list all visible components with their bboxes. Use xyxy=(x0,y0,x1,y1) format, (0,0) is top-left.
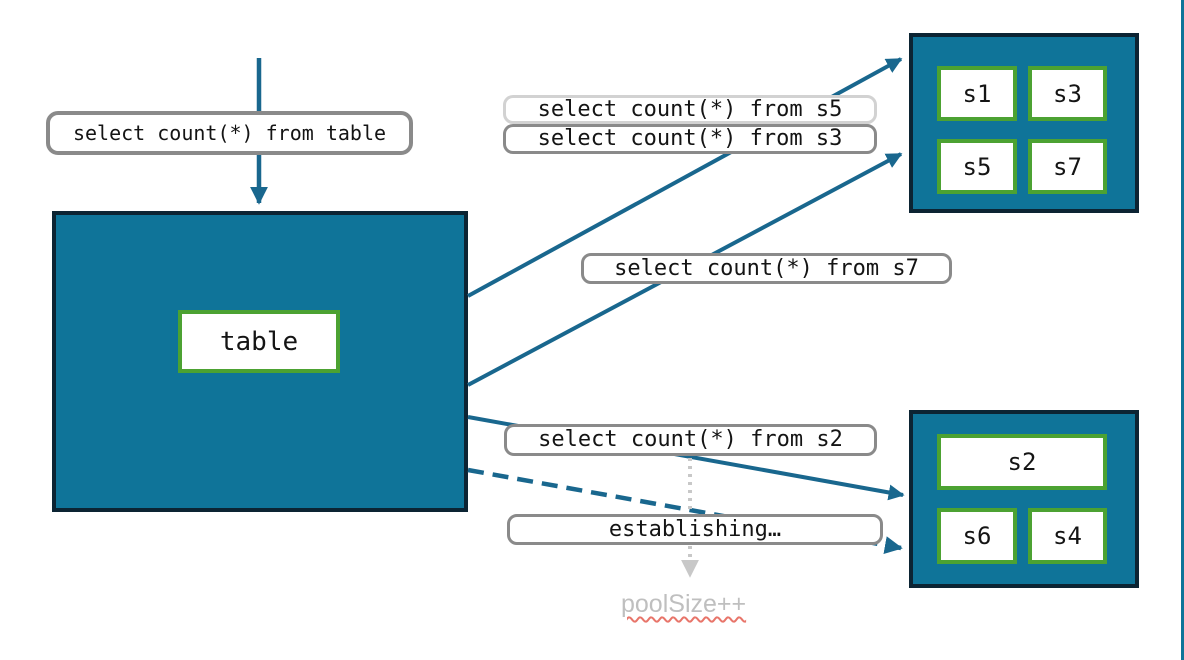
shard-label-s4: s4 xyxy=(1053,522,1082,550)
shard-node-s6: s6 xyxy=(937,508,1017,564)
shard-node-s7: s7 xyxy=(1028,139,1107,194)
shard-label-s6: s6 xyxy=(962,522,992,550)
slide-edge-strip xyxy=(1181,0,1184,660)
query-label-from-table: select count(*) from table xyxy=(46,111,413,155)
shard-node-s4: s4 xyxy=(1028,508,1107,564)
shard-label-s5: s5 xyxy=(962,152,992,181)
query-text-from-s2: select count(*) from s2 xyxy=(538,427,843,452)
shard-label-s3: s3 xyxy=(1053,79,1082,108)
shard-label-s7: s7 xyxy=(1053,152,1082,181)
query-text-establishing: establishing… xyxy=(608,516,782,542)
query-text-from-s5: select count(*) from s5 xyxy=(537,96,843,122)
query-label-establishing: establishing… xyxy=(507,514,883,545)
query-text-from-s3: select count(*) from s3 xyxy=(537,126,843,151)
shard-label-s1: s1 xyxy=(962,79,992,108)
shard-node-s1: s1 xyxy=(937,66,1017,121)
query-text-from-s7: select count(*) from s7 xyxy=(614,255,919,281)
pool-size-annotation: poolSize++ xyxy=(621,592,746,617)
table-node-label: table xyxy=(219,326,299,357)
shard-node-s2: s2 xyxy=(937,434,1107,490)
pool-size-text: poolSize++ xyxy=(621,590,747,618)
query-label-from-s5: select count(*) from s5 xyxy=(503,95,877,124)
query-label-from-s7: select count(*) from s7 xyxy=(581,253,952,284)
shard-node-s3: s3 xyxy=(1028,66,1107,121)
shard-label-s2: s2 xyxy=(1007,448,1037,476)
query-text-from-table: select count(*) from table xyxy=(72,121,387,145)
query-label-from-s2: select count(*) from s2 xyxy=(504,424,877,456)
table-node: table xyxy=(178,310,340,373)
shard-node-s5: s5 xyxy=(937,139,1017,194)
query-label-from-s3: select count(*) from s3 xyxy=(503,124,877,154)
